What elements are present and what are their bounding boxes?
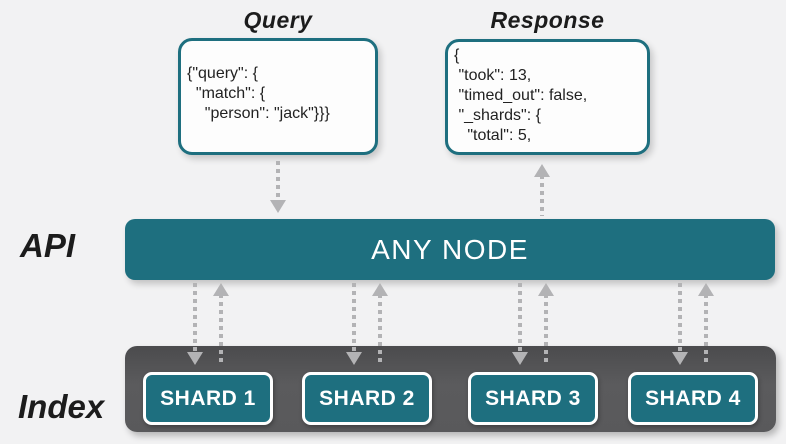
response-title: Response (490, 7, 605, 33)
index-label: Index (18, 388, 105, 425)
response-arrow-up-icon (534, 164, 550, 216)
shard-2-arrow-up-icon (372, 283, 388, 365)
shard-2-arrow-down-icon (346, 283, 362, 365)
shard-4-arrow-up-icon (698, 283, 714, 365)
index-container: SHARD 1 SHARD 2 SHARD 3 SHARD 4 (125, 346, 776, 432)
query-title: Query (243, 7, 313, 33)
shard-4-box: SHARD 4 (628, 372, 758, 425)
response-box: { "took": 13, "timed_out": false, "_shar… (445, 39, 650, 155)
shard-1-arrow-down-icon (187, 283, 203, 365)
query-arrow-down-icon (270, 161, 286, 213)
response-code: { "took": 13, "timed_out": false, "_shar… (454, 47, 588, 144)
shard-1-arrow-up-icon (213, 283, 229, 365)
shard-3-arrow-up-icon (538, 283, 554, 365)
api-label: API (20, 227, 76, 264)
shard-1-box: SHARD 1 (143, 372, 273, 425)
shard-2-label: SHARD 2 (319, 386, 415, 410)
query-box: {"query": { "match": { "person": "jack"}… (178, 38, 378, 155)
shard-4-arrow-down-icon (672, 283, 688, 365)
any-node-label: ANY NODE (371, 233, 529, 265)
query-code: {"query": { "match": { "person": "jack"}… (187, 65, 330, 122)
shard-3-arrow-down-icon (512, 283, 528, 365)
shard-1-label: SHARD 1 (160, 386, 256, 410)
shard-3-label: SHARD 3 (485, 386, 581, 410)
shard-3-box: SHARD 3 (468, 372, 598, 425)
shard-2-box: SHARD 2 (302, 372, 432, 425)
any-node-bar: ANY NODE (125, 219, 775, 280)
shard-4-label: SHARD 4 (645, 386, 741, 410)
